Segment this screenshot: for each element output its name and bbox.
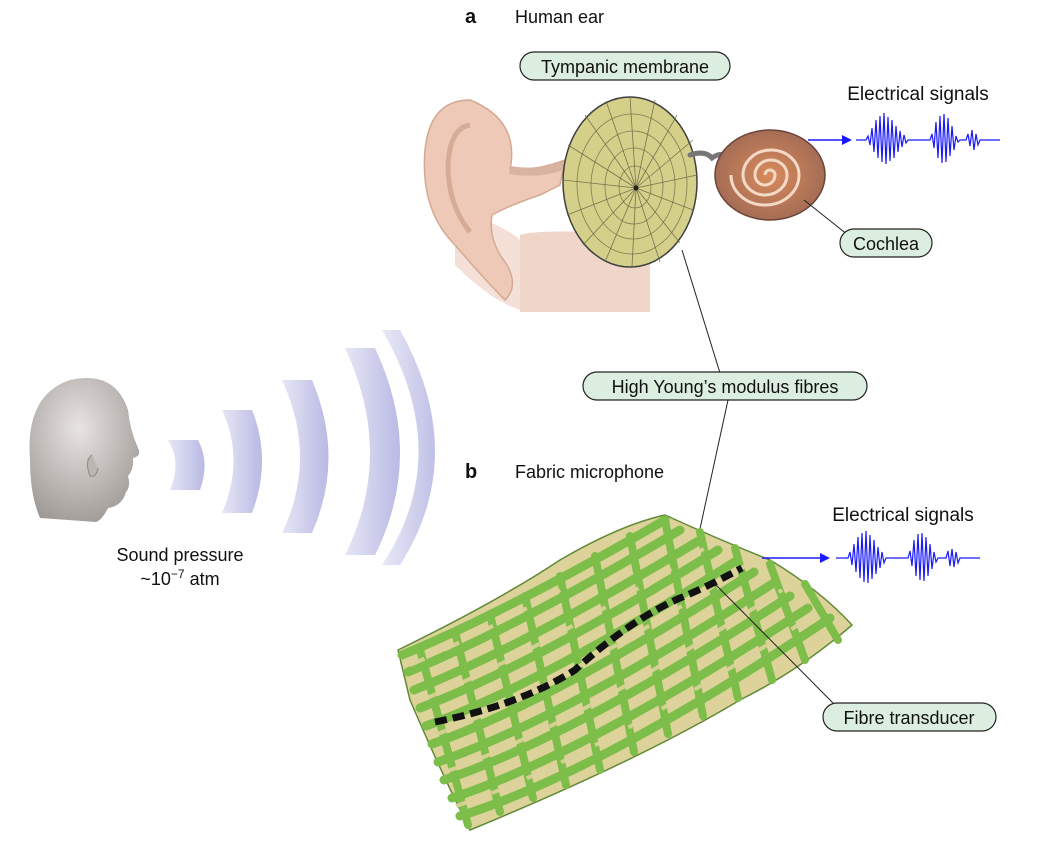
woven-fabric-illustration: [397, 514, 854, 831]
cochlea-illustration: [714, 129, 826, 221]
panel-b: b Fabric microphone: [397, 461, 997, 831]
electrical-waveform-a: [856, 112, 1000, 165]
sound-pressure-label: Sound pressure: [116, 545, 243, 565]
panel-b-title: Fabric microphone: [515, 462, 664, 482]
electrical-signals-label-a: Electrical signals: [847, 84, 989, 105]
electrical-waveform-b: [836, 530, 980, 584]
sound-pressure-exponent: −7: [171, 567, 185, 581]
fibre-transducer-pill: Fibre transducer: [822, 702, 997, 732]
cochlea-label: Cochlea: [853, 234, 920, 254]
tympanic-membrane-disc: [562, 96, 698, 268]
tympanic-membrane-pill: Tympanic membrane: [519, 51, 731, 81]
high-youngs-modulus-fibres-label: High Young’s modulus fibres: [612, 377, 839, 397]
signal-arrow-head-b: [820, 553, 830, 563]
sound-pressure-prefix: ~10: [140, 569, 171, 589]
panel-a: a Human ear: [423, 6, 1000, 312]
cochlea-leader-line: [803, 199, 849, 236]
fibres-leader-to-fabric: [697, 399, 729, 539]
panel-a-letter: a: [465, 6, 477, 28]
electrical-signals-label-b: Electrical signals: [832, 505, 974, 526]
tympanic-membrane-label: Tympanic membrane: [541, 57, 709, 77]
signal-arrow-head-a: [842, 135, 852, 145]
panel-b-letter: b: [465, 461, 477, 483]
fibre-transducer-label: Fibre transducer: [843, 708, 974, 728]
transducer-leader-line: [715, 584, 836, 706]
sound-pressure-unit: atm: [185, 569, 220, 589]
human-head-illustration: [29, 378, 140, 522]
high-youngs-modulus-fibres-pill: High Young’s modulus fibres: [582, 371, 868, 401]
fibres-leader-to-membrane: [681, 249, 721, 374]
sound-pressure-value: ~10−7 atm: [140, 567, 219, 589]
panel-a-title: Human ear: [515, 7, 604, 27]
sound-waves: [168, 330, 435, 565]
cochlea-pill: Cochlea: [839, 228, 933, 258]
